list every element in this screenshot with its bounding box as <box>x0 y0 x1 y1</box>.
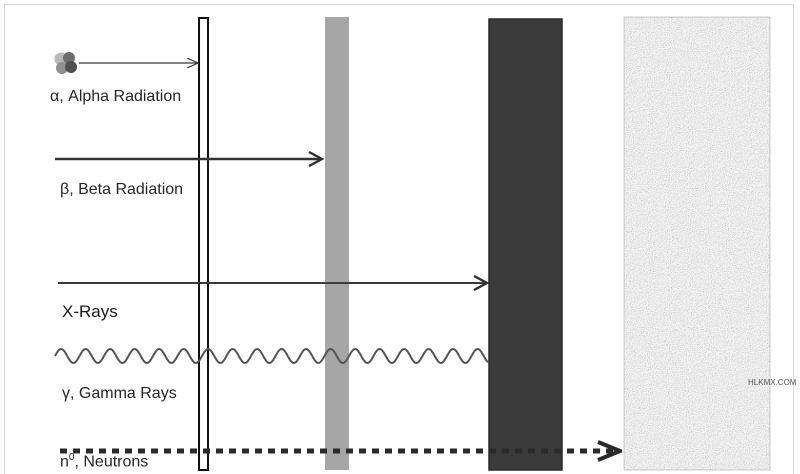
alpha-symbol: α <box>50 88 60 105</box>
concrete-barrier <box>623 16 771 471</box>
paper-barrier <box>198 17 209 471</box>
neutron-symbol: n <box>60 453 69 471</box>
aluminium-barrier <box>325 17 349 470</box>
gamma-label: γ, Gamma Rays <box>62 385 177 402</box>
watermark-text: HLKMX.COM <box>748 378 797 387</box>
alpha-label: α, Alpha Radiation <box>50 88 182 105</box>
beta-name: Beta Radiation <box>78 181 184 198</box>
gamma-symbol: γ <box>62 385 70 402</box>
xray-name: X-Rays <box>62 302 118 321</box>
neutron-superscript: 0 <box>68 452 75 463</box>
xray-label: X-Rays <box>62 302 118 322</box>
neutron-name: Neutrons <box>83 453 149 471</box>
beta-symbol: β <box>60 181 70 198</box>
lead-barrier <box>488 18 563 471</box>
gamma-name: Gamma Rays <box>78 385 177 402</box>
alpha-particle-icon <box>54 52 77 74</box>
neutron-label: n0, Neutrons <box>60 452 149 471</box>
alpha-name: Alpha Radiation <box>68 88 182 105</box>
beta-label: β, Beta Radiation <box>60 181 184 198</box>
gamma-wave <box>54 347 489 365</box>
diagram-frame <box>4 4 794 474</box>
